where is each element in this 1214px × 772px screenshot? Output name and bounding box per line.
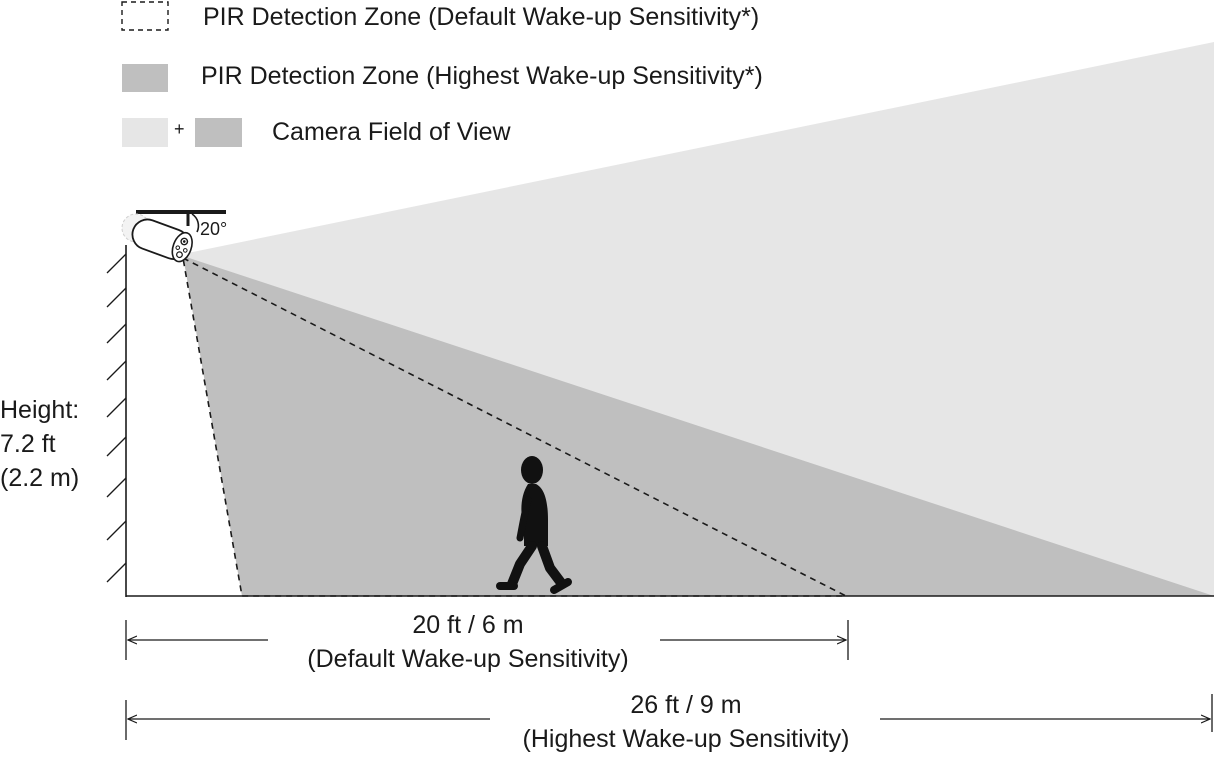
wall [106, 245, 127, 597]
person-arm [516, 496, 532, 542]
legend-plus-sign: + [174, 119, 185, 139]
highest-range-caption: (Highest Wake-up Sensitivity) [523, 725, 850, 753]
legend-label-highest-zone: PIR Detection Zone (Highest Wake-up Sens… [201, 62, 763, 90]
legend-swatch-highest-zone [122, 64, 168, 92]
camera-pir-sensor [176, 251, 183, 259]
camera-sensor-left [175, 245, 181, 250]
highest-range-distance: 26 ft / 9 m [630, 691, 741, 719]
legend: PIR Detection Zone (Default Wake-up Sens… [121, 1, 763, 147]
person-back-leg [507, 541, 537, 589]
height-label-line1: Height: [0, 396, 79, 424]
legend-swatch-default-zone [121, 1, 169, 31]
wall-hatching [106, 253, 127, 583]
tilt-angle-arc [191, 213, 200, 233]
camera-sensor-right [182, 248, 188, 253]
camera-icon: 20° [121, 210, 227, 263]
legend-swatch-fov-dark [195, 118, 242, 147]
legend-swatch-fov-light [122, 118, 168, 147]
camera-lens-inner [182, 240, 186, 243]
highest-sensitivity-detection-zone [183, 256, 1214, 596]
legend-label-field-of-view: Camera Field of View [272, 118, 511, 146]
person-head [521, 456, 543, 484]
legend-label-default-zone: PIR Detection Zone (Default Wake-up Sens… [203, 3, 759, 31]
walking-person-icon [496, 456, 572, 594]
default-range-distance: 20 ft / 6 m [412, 611, 523, 639]
height-label-line2: 7.2 ft [0, 430, 56, 458]
height-label-line3: (2.2 m) [0, 464, 79, 492]
height-label: Height: 7.2 ft (2.2 m) [0, 396, 79, 492]
tilt-angle-label: 20° [200, 219, 227, 239]
person-front-leg [537, 541, 567, 589]
person-front-foot [550, 578, 572, 594]
default-range-caption: (Default Wake-up Sensitivity) [307, 645, 628, 673]
highest-range-dimension: 26 ft / 9 m (Highest Wake-up Sensitivity… [125, 691, 1213, 753]
default-range-dimension: 20 ft / 6 m (Default Wake-up Sensitivity… [125, 611, 849, 673]
